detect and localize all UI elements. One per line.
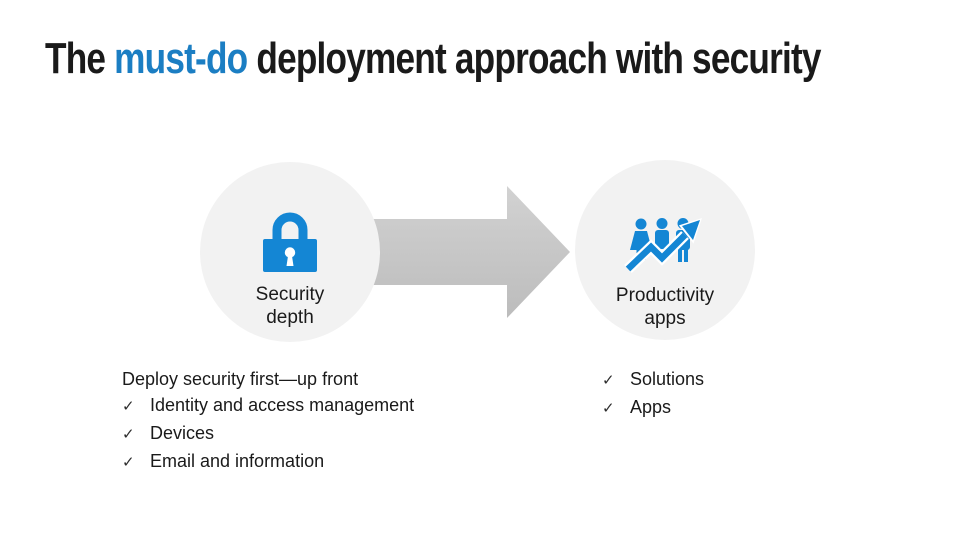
list-item-label: Apps [630,397,672,417]
list-item: ✓ Devices [122,420,414,448]
page-title: The must-do deployment approach with sec… [45,34,821,84]
checkmark-icon: ✓ [122,454,135,471]
list-item: ✓ Email and information [122,448,414,476]
security-depth-circle: Security depth [200,162,380,342]
security-depth-label-line1: Security [255,284,325,305]
productivity-apps-label: Productivity apps [616,284,714,330]
lock-icon [262,210,318,272]
productivity-apps-circle: Productivity apps [575,160,755,340]
title-prefix: The [45,34,115,83]
list-item-label: Email and information [150,451,325,471]
title-highlight: must-do [114,34,248,83]
security-checklist: Deploy security first—up front ✓ Identit… [122,366,414,476]
list-item: ✓ Apps [602,394,704,422]
security-depth-label-line2: depth [266,307,314,328]
checkmark-icon: ✓ [602,400,615,417]
productivity-apps-label-line2: apps [644,308,686,329]
checkmark-icon: ✓ [122,426,135,443]
productivity-checklist: ✓ Solutions ✓ Apps [602,366,704,422]
checkmark-icon: ✓ [122,398,135,415]
people-growth-icon [624,215,706,273]
checkmark-icon: ✓ [602,372,615,389]
list-item-label: Identity and access management [150,395,415,415]
title-suffix: deployment approach with security [247,34,821,83]
security-checklist-heading: Deploy security first—up front [122,369,359,389]
list-item: ✓ Solutions [602,366,704,394]
list-item-label: Solutions [630,369,705,389]
security-depth-label: Security depth [256,283,325,329]
list-item-label: Devices [150,423,215,443]
right-arrow-shape [373,186,570,318]
list-item: ✓ Identity and access management [122,392,414,420]
productivity-apps-label-line1: Productivity [615,285,715,306]
